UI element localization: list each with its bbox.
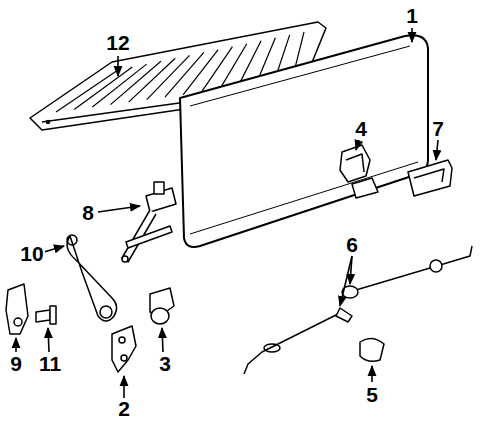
clip <box>360 338 384 361</box>
bracket <box>6 284 28 334</box>
callout-number: 11 <box>38 353 62 374</box>
cover-rib <box>129 58 176 102</box>
callout-number: 10 <box>19 243 44 264</box>
callout-number: 3 <box>158 353 172 374</box>
cover-rib <box>74 67 132 109</box>
handle <box>408 160 452 196</box>
callout-number: 4 <box>354 118 368 139</box>
rod <box>244 312 342 374</box>
lower-bracket <box>112 326 136 372</box>
tailgate-panel <box>180 35 428 247</box>
callout-number: 8 <box>81 202 95 223</box>
callout-number: 2 <box>117 398 131 419</box>
callout-number: 7 <box>431 118 445 139</box>
callout-number: 12 <box>105 32 130 53</box>
callout-number: 9 <box>9 353 23 374</box>
bolt <box>36 310 50 322</box>
cover-rib <box>92 64 146 107</box>
latch <box>340 145 370 182</box>
callout-number: 5 <box>365 384 379 405</box>
callout-number: 1 <box>405 5 419 26</box>
callout-number: 6 <box>345 234 359 255</box>
cable <box>67 236 116 321</box>
cover-rib <box>56 70 118 112</box>
